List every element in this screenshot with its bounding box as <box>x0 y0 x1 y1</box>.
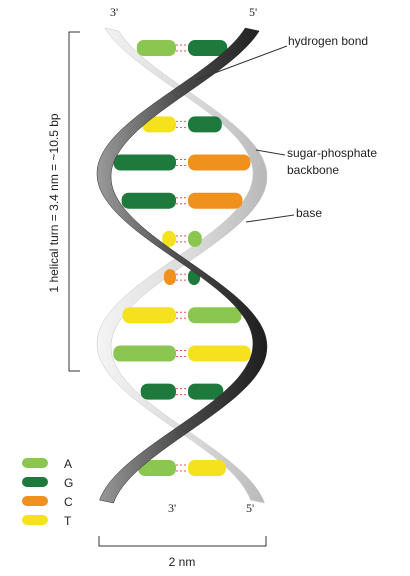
legend-swatch-c <box>22 496 48 506</box>
base-g <box>188 116 222 132</box>
base-pair <box>142 116 222 132</box>
helical-turn-bracket: 1 helical turn = 3.4 nm = ~10.5 bp <box>47 32 80 371</box>
legend-swatch-a <box>22 458 48 468</box>
base-a <box>188 231 202 247</box>
base-a <box>113 346 176 362</box>
base-annotation: base <box>246 206 322 222</box>
backbone-label-line1: sugar-phosphate <box>287 146 377 160</box>
backbone-label-line2: backbone <box>287 163 339 177</box>
base-pair <box>123 307 242 323</box>
width-bracket-line <box>99 536 266 546</box>
legend-label-a: A <box>64 457 72 471</box>
base-pair <box>162 231 202 247</box>
base-pair <box>141 384 224 400</box>
width-bracket: 2 nm <box>99 536 266 569</box>
base-g <box>114 155 176 171</box>
end-label-bottom-left: 3' <box>168 501 176 515</box>
width-label: 2 nm <box>169 555 196 569</box>
backbone-annotation: sugar-phosphate backbone <box>256 146 377 177</box>
base-g <box>141 384 176 400</box>
helical-turn-label: 1 helical turn = 3.4 nm = ~10.5 bp <box>47 113 61 292</box>
base-pair <box>122 193 243 209</box>
base-g <box>188 40 227 56</box>
base-t <box>188 346 251 362</box>
base-a <box>188 307 242 323</box>
end-label-top-left: 3' <box>110 5 118 19</box>
legend-swatch-g <box>22 477 48 487</box>
helical-turn-bracket-line <box>69 32 80 371</box>
legend-label-c: C <box>64 495 73 509</box>
base-pair <box>137 40 227 56</box>
base-leader-line <box>246 215 294 222</box>
legend-label-g: G <box>64 476 73 490</box>
base-pair <box>113 346 250 362</box>
legend-label-t: T <box>64 514 72 528</box>
base-g <box>122 193 176 209</box>
legend-swatch-t <box>22 515 48 525</box>
base-t <box>123 307 177 323</box>
base-pair <box>138 460 226 476</box>
base-a <box>137 40 176 56</box>
base-c <box>188 193 242 209</box>
base-label: base <box>296 206 322 220</box>
end-label-top-right: 5' <box>249 5 257 19</box>
hydrogen-bond-label: hydrogen bond <box>288 34 368 48</box>
base-c <box>164 269 176 285</box>
base-t <box>188 460 226 476</box>
end-label-bottom-right: 5' <box>246 501 254 515</box>
base-c <box>188 155 250 171</box>
base-pair <box>114 155 251 171</box>
